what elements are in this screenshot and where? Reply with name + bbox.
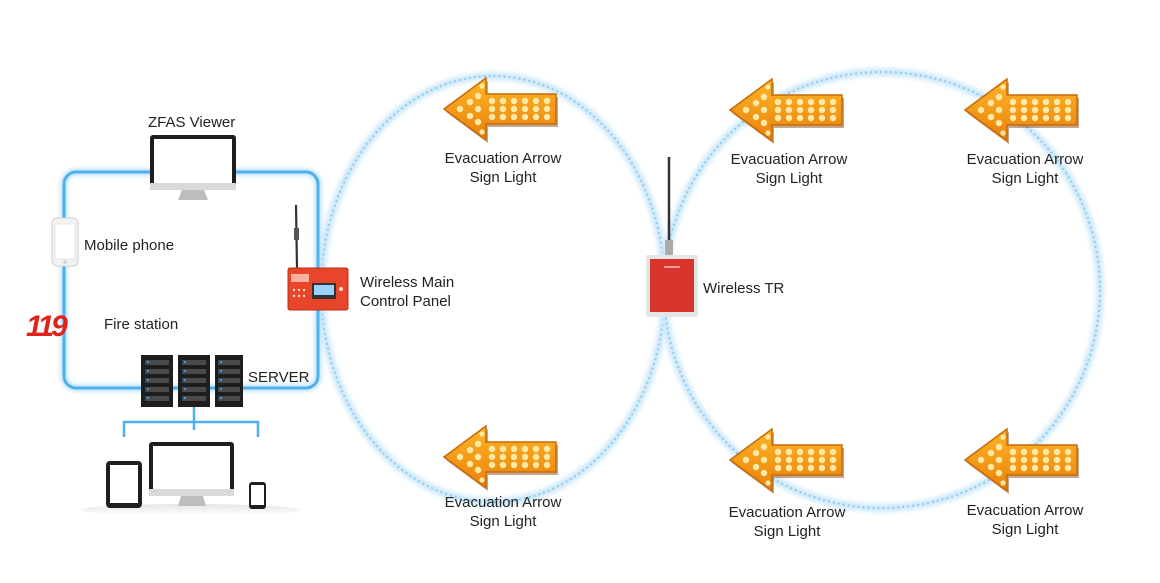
arrow-sign-label: Evacuation Arrow Sign Light	[413, 493, 593, 531]
smartphone-icon	[249, 482, 266, 509]
main-panel-label-line2: Control Panel	[360, 293, 451, 310]
arrow-sign-label: Evacuation Arrow Sign Light	[935, 150, 1115, 188]
zfas-viewer-label: ZFAS Viewer	[148, 114, 236, 131]
arrow-sign-label-line1: Evacuation Arrow	[444, 494, 562, 511]
fire-station-label: Fire station	[104, 316, 179, 333]
mobile-phone-label: Mobile phone	[84, 237, 175, 254]
evacuation-arrow-icon	[729, 78, 845, 145]
arrow-sign-label-line2: Sign Light	[469, 513, 537, 530]
arrow-sign-label-line2: Sign Light	[991, 170, 1059, 187]
wireless-tr-icon	[646, 157, 698, 317]
main-panel-label-line1: Wireless Main	[360, 274, 455, 291]
arrow-sign-label-line2: Sign Light	[755, 170, 823, 187]
arrow-sign-label-line1: Evacuation Arrow	[728, 504, 846, 521]
arrow-sign-label-line2: Sign Light	[469, 169, 537, 186]
fire-logo-text: 119	[26, 310, 68, 343]
arrow-sign-label: Evacuation Arrow Sign Light	[935, 501, 1115, 539]
server-rack-icon	[141, 355, 243, 407]
arrow-sign-label-line1: Evacuation Arrow	[966, 502, 1084, 519]
tablet-icon	[106, 461, 142, 508]
monitor-icon	[150, 135, 236, 200]
wireless-tr-label: Wireless TR	[703, 280, 785, 297]
arrow-sign-label-line2: Sign Light	[991, 521, 1059, 538]
wireless-main-panel-icon	[287, 204, 349, 311]
arrow-sign-label-line1: Evacuation Arrow	[730, 151, 848, 168]
evacuation-arrow-icon	[964, 78, 1080, 145]
arrow-sign-label: Evacuation Arrow Sign Light	[413, 149, 593, 187]
mobile-phone-icon	[51, 217, 79, 267]
arrow-sign-label-line1: Evacuation Arrow	[966, 151, 1084, 168]
client-devices	[80, 442, 300, 516]
arrow-sign-label-line1: Evacuation Arrow	[444, 150, 562, 167]
arrow-sign-label: Evacuation Arrow Sign Light	[697, 503, 877, 541]
evacuation-arrow-icon	[443, 425, 559, 492]
main-panel-label: Wireless Main Control Panel	[360, 273, 454, 311]
fire-station-logo: 119	[26, 310, 71, 343]
arrow-sign-label-line2: Sign Light	[753, 523, 821, 540]
arrow-sign-label: Evacuation Arrow Sign Light	[699, 150, 879, 188]
server-label: SERVER	[248, 369, 310, 386]
desktop-icon	[149, 442, 234, 506]
